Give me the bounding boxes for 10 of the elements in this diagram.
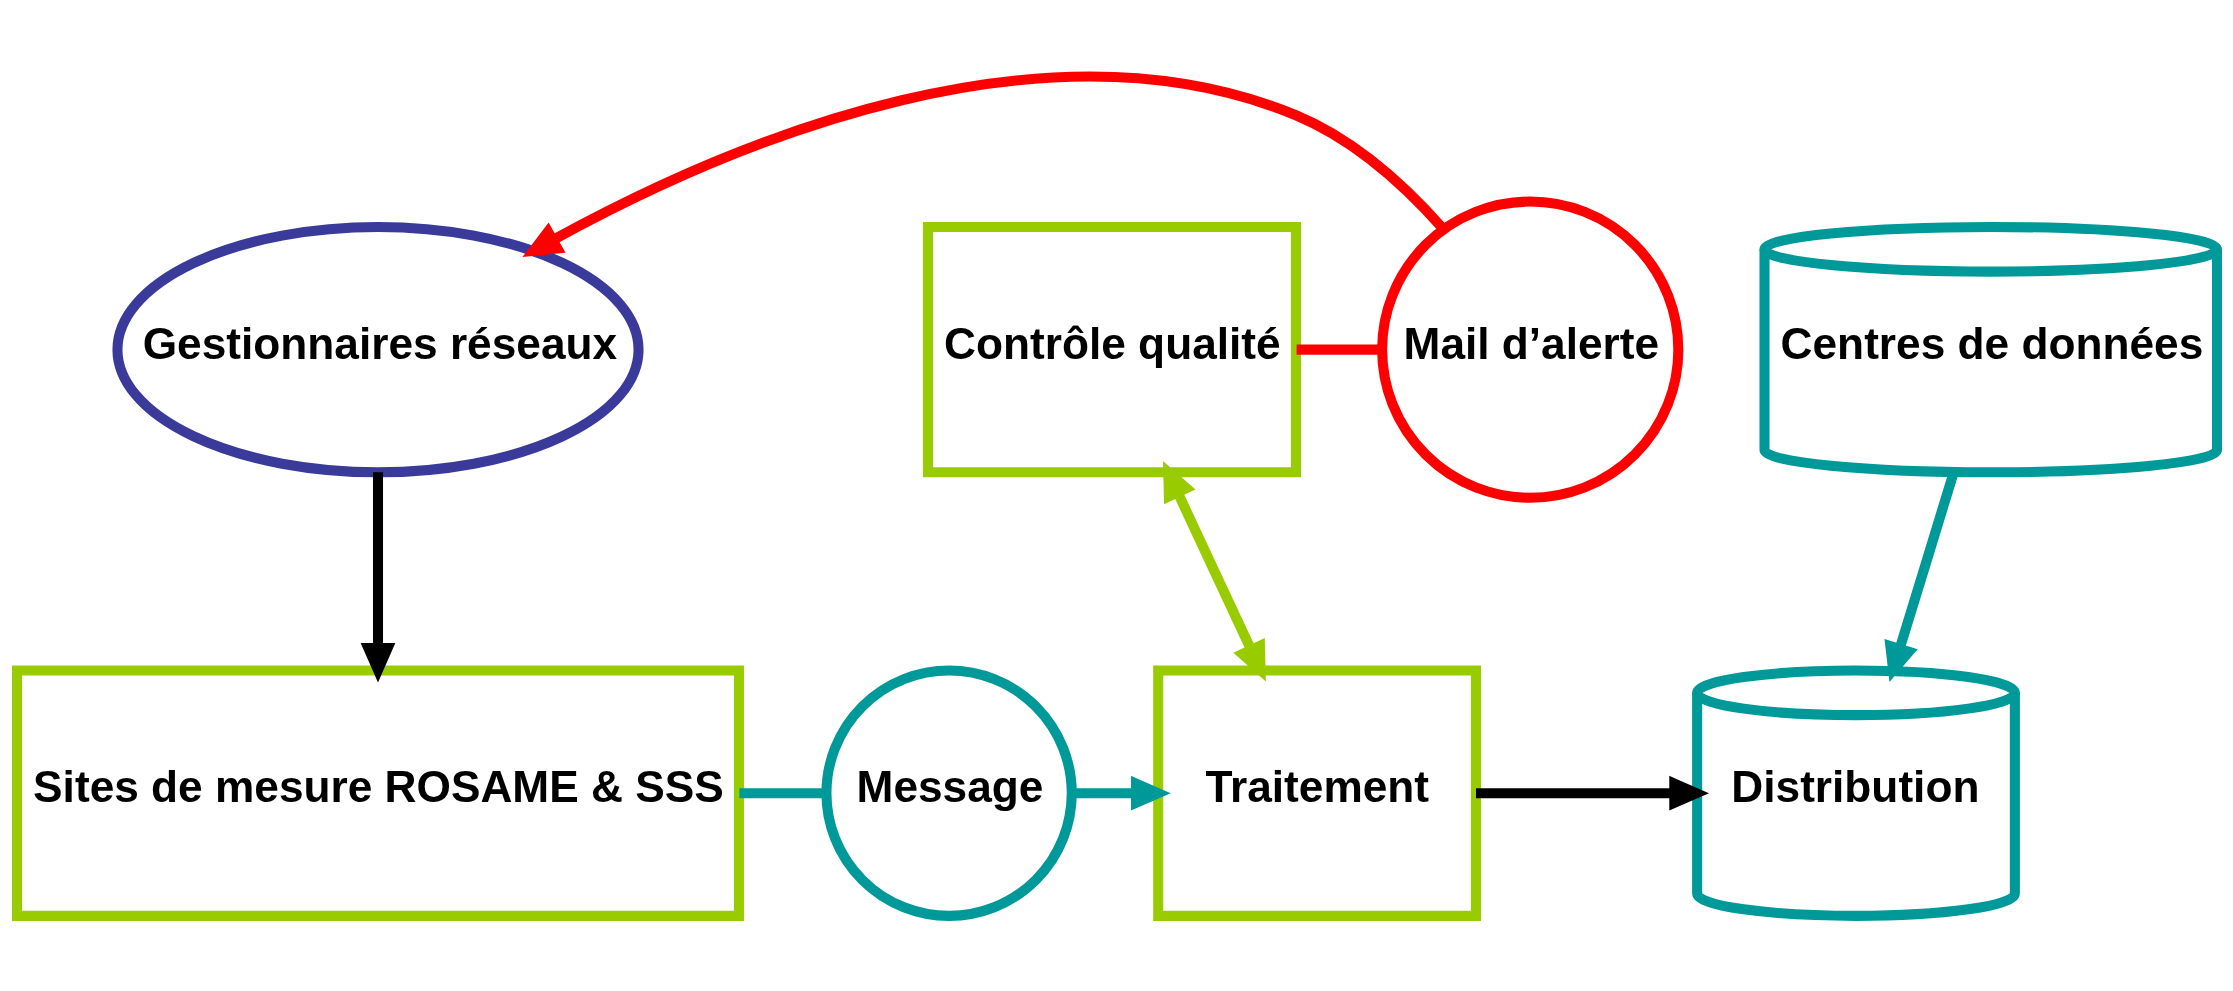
connector: [1296, 344, 1381, 355]
node-box: Sites de mesure ROSAME & SSS: [11, 665, 744, 921]
arrow: [1162, 460, 1266, 681]
node-circle: Mail d’alerte: [1376, 196, 1683, 503]
arrow: [521, 71, 1447, 257]
node-box: Contrôle qualité: [922, 221, 1301, 477]
arrow: [1475, 775, 1709, 811]
arrow: [360, 471, 395, 683]
node-box: Traitement: [1152, 665, 1481, 921]
node-circle: Message: [820, 665, 1077, 921]
